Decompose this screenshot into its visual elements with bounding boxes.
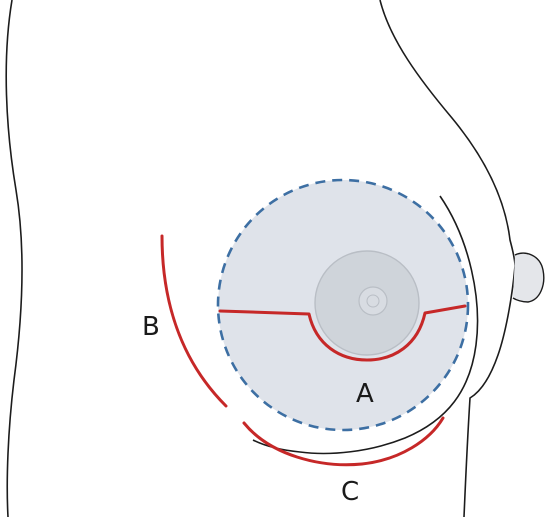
incision-a xyxy=(218,304,467,362)
label-a: A xyxy=(356,379,374,409)
breast-lateral-contour xyxy=(252,195,479,455)
label-c: C xyxy=(341,477,359,507)
nipple-tip xyxy=(366,294,380,308)
back-contour-line xyxy=(5,0,23,517)
incision-c xyxy=(242,416,445,467)
nipple-profile xyxy=(512,252,545,303)
label-b: B xyxy=(142,312,160,342)
incision-b xyxy=(160,234,228,408)
